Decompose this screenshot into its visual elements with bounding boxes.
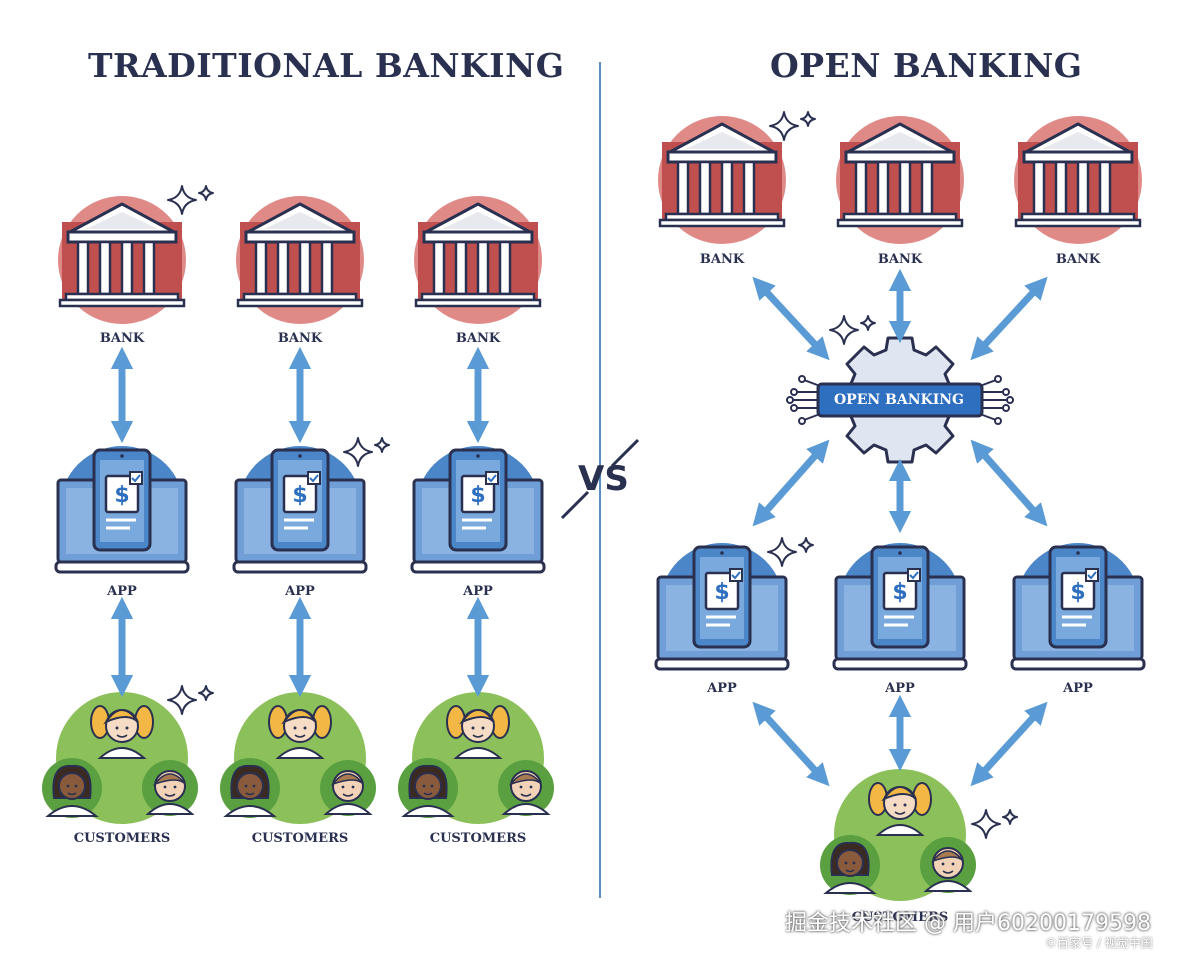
bank-label: BANK <box>877 252 923 267</box>
customers-icon <box>820 769 976 901</box>
bank-icon <box>834 114 966 246</box>
app-icon <box>54 444 190 574</box>
vs-label: VS <box>578 459 629 499</box>
watermark-credit: ©百家号 / 视觉中国 <box>1045 936 1153 950</box>
bank-label: BANK <box>99 331 145 346</box>
bank-icon <box>656 114 788 246</box>
sparkle-icon <box>767 537 814 567</box>
bank-label: BANK <box>455 331 501 346</box>
traditional-banking-title: TRADITIONAL BANKING <box>88 46 565 85</box>
bank-label: BANK <box>699 252 745 267</box>
arrow-hub-app <box>752 439 830 527</box>
sparkle-icon <box>971 809 1018 839</box>
customers-label: CUSTOMERS <box>73 831 171 846</box>
arrow-app-customers <box>970 701 1048 787</box>
sparkle-icon <box>167 685 214 715</box>
bank-label: BANK <box>277 331 323 346</box>
bank-icon <box>1012 114 1144 246</box>
app-label: APP <box>1063 681 1093 696</box>
bank-icon <box>56 194 188 326</box>
arrow-app-customers <box>752 701 830 787</box>
sparkle-icon <box>167 185 214 215</box>
arrow-bank-hub <box>752 276 830 361</box>
app-label: APP <box>107 584 137 599</box>
app-icon <box>654 541 790 671</box>
app-icon <box>410 444 546 574</box>
customers-icon <box>220 692 376 824</box>
customers-icon <box>398 692 554 824</box>
customers-label: CUSTOMERS <box>429 831 527 846</box>
sparkle-icon <box>829 315 876 345</box>
watermark-text: 掘金技术社区 @ 用户60200179598 <box>785 911 1151 936</box>
open-banking-hub <box>786 336 1014 464</box>
app-label: APP <box>285 584 315 599</box>
open-banking-title: OPEN BANKING <box>770 46 1083 85</box>
vs-slash-left <box>560 490 590 520</box>
app-label: APP <box>463 584 493 599</box>
sparkle-icon <box>769 111 816 141</box>
arrow-bank-hub <box>970 276 1048 361</box>
app-label: APP <box>885 681 915 696</box>
left-arrows <box>110 346 490 698</box>
open-banking-hub-label: OPEN BANKING <box>833 392 965 408</box>
app-icon <box>1010 541 1146 671</box>
app-label: APP <box>707 681 737 696</box>
arrow-hub-app <box>970 439 1048 527</box>
customers-icon <box>42 692 198 824</box>
customers-label: CUSTOMERS <box>251 831 349 846</box>
sparkle-icon <box>343 437 390 467</box>
bank-icon <box>412 194 544 326</box>
vs-slash-right <box>610 438 640 468</box>
app-icon <box>832 541 968 671</box>
customers-label: CUSTOMERS <box>851 910 949 925</box>
app-icon <box>232 444 368 574</box>
bank-label: BANK <box>1055 252 1101 267</box>
bank-icon <box>234 194 366 326</box>
right-arrows <box>752 268 1048 787</box>
